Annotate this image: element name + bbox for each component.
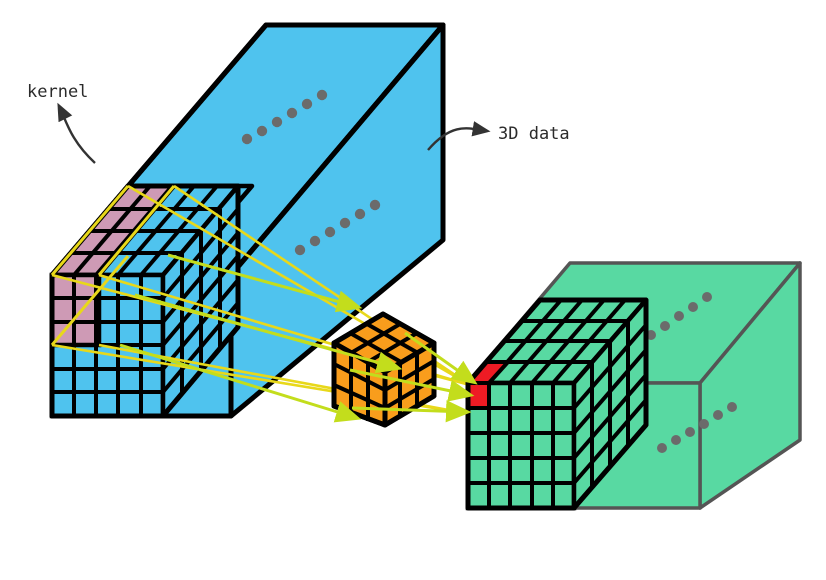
output-voxel-front-grid xyxy=(468,383,574,508)
arrow-filter-to-output-1 xyxy=(404,331,478,385)
output-voxel-block xyxy=(465,297,649,511)
input-voxel-front-grid xyxy=(52,275,163,416)
arrow-filter-to-output-3 xyxy=(351,400,472,423)
kernel-callout-arrow xyxy=(57,102,96,164)
kernel-guide-edges xyxy=(50,185,176,346)
data-callout-arrow xyxy=(427,121,491,151)
input-volume-3d-data xyxy=(49,22,471,419)
kernel-label: kernel xyxy=(27,82,88,102)
output-highlight-cell-front xyxy=(466,381,491,410)
annotation-3d-data: 3D data xyxy=(427,121,570,151)
arrow-filter-to-output-2 xyxy=(349,368,475,402)
output-volume-feature-map xyxy=(465,261,802,511)
flow-arrows xyxy=(119,253,478,423)
input-volume-side-dots xyxy=(294,199,381,256)
output-volume-side-dots xyxy=(657,402,737,453)
arrow-input-to-filter-1 xyxy=(167,253,363,313)
annotation-kernel: kernel xyxy=(27,82,96,164)
arrow-input-to-filter-2 xyxy=(134,293,403,374)
data-label: 3D data xyxy=(498,124,570,144)
output-voxel-right-grid xyxy=(572,321,648,487)
arrow-input-to-filter-3 xyxy=(119,343,362,423)
input-volume-top-dots xyxy=(241,89,328,145)
